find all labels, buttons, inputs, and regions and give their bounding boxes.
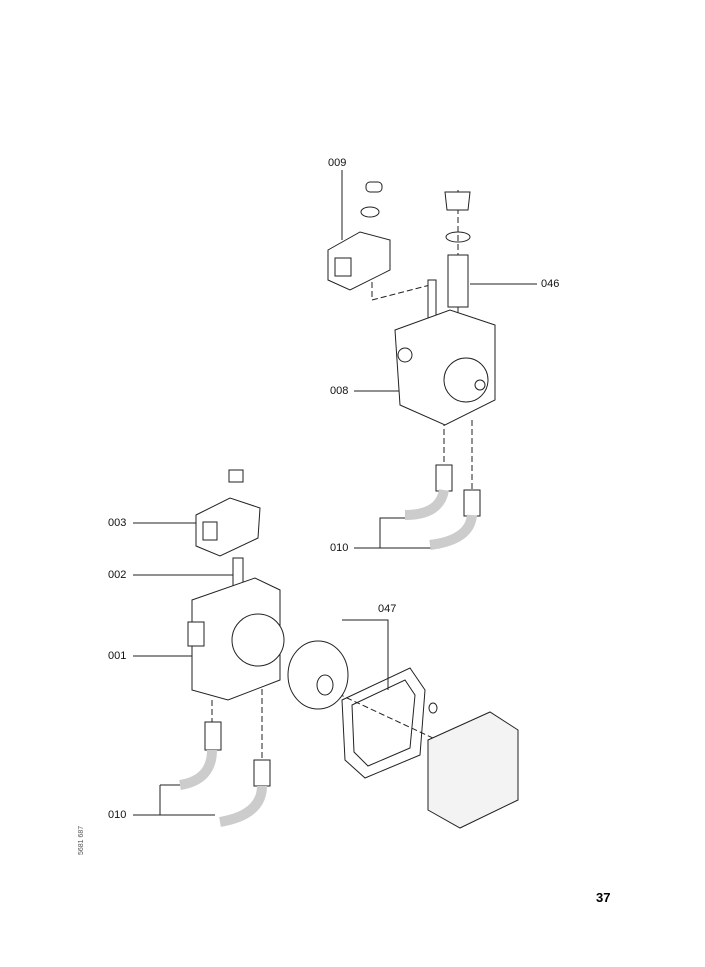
solenoid-coil-003 [195, 469, 261, 557]
leader-lines [133, 170, 537, 816]
label-009: 009 [328, 157, 347, 169]
label-047: 047 [378, 603, 397, 615]
label-010-upper: 010 [330, 542, 349, 554]
pump-008 [394, 279, 496, 426]
filter-046 [444, 191, 471, 308]
gasket-047 [341, 667, 426, 779]
label-002: 002 [108, 569, 127, 581]
label-010-lower: 010 [108, 809, 127, 821]
hoses-010-lower [178, 721, 271, 827]
label-008: 008 [330, 385, 349, 397]
cover [427, 702, 519, 829]
label-046: 046 [541, 278, 560, 290]
pump-001 [187, 577, 285, 701]
filter-cartridge [287, 640, 349, 710]
solenoid-coil-009 [327, 181, 391, 291]
page-number: 37 [596, 890, 611, 905]
label-001: 001 [108, 650, 127, 662]
hoses-010-upper [404, 464, 481, 550]
label-003: 003 [108, 517, 127, 529]
drawing-code: 5681 687 [78, 825, 85, 855]
